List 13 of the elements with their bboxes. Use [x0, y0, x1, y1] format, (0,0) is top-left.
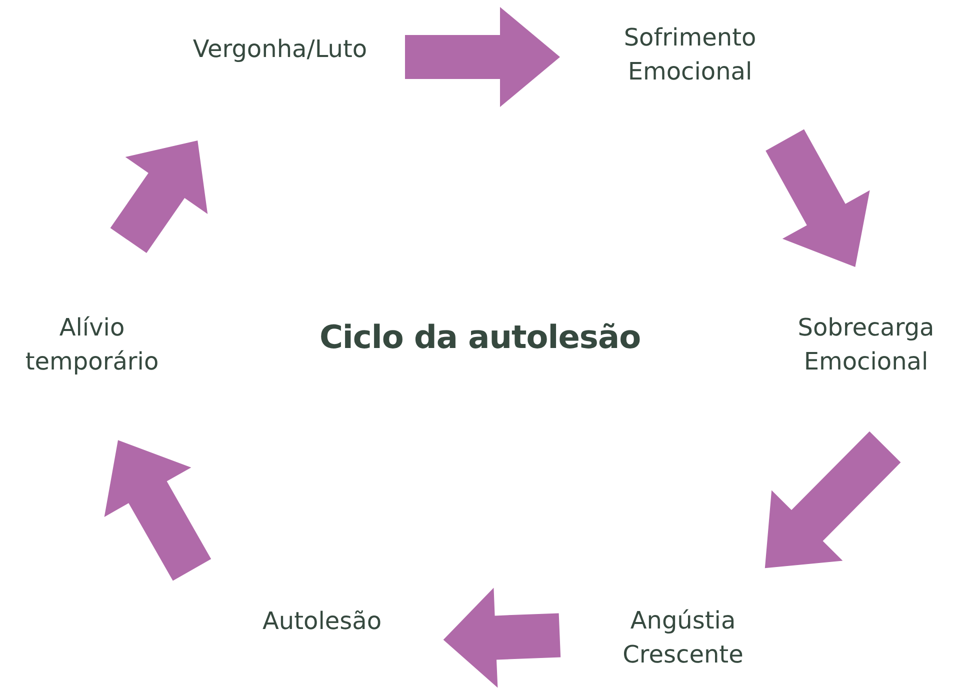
node-label: Sobrecarga Emocional [796, 312, 936, 377]
diagram-title: Ciclo da autolesão [318, 318, 642, 356]
node-label: Autolesão [261, 606, 383, 638]
block-arrow [764, 431, 901, 568]
block-arrow [104, 440, 212, 581]
node-label: Sofrimento Emocional [622, 22, 758, 87]
node-label: Angústia Crescente [622, 605, 744, 670]
node-label: Vergonha/Luto [192, 34, 368, 66]
block-arrow [405, 7, 560, 107]
block-arrow [443, 588, 561, 688]
block-arrow [110, 140, 208, 253]
block-arrow [766, 129, 870, 267]
node-label: Alívio temporário [24, 312, 160, 377]
